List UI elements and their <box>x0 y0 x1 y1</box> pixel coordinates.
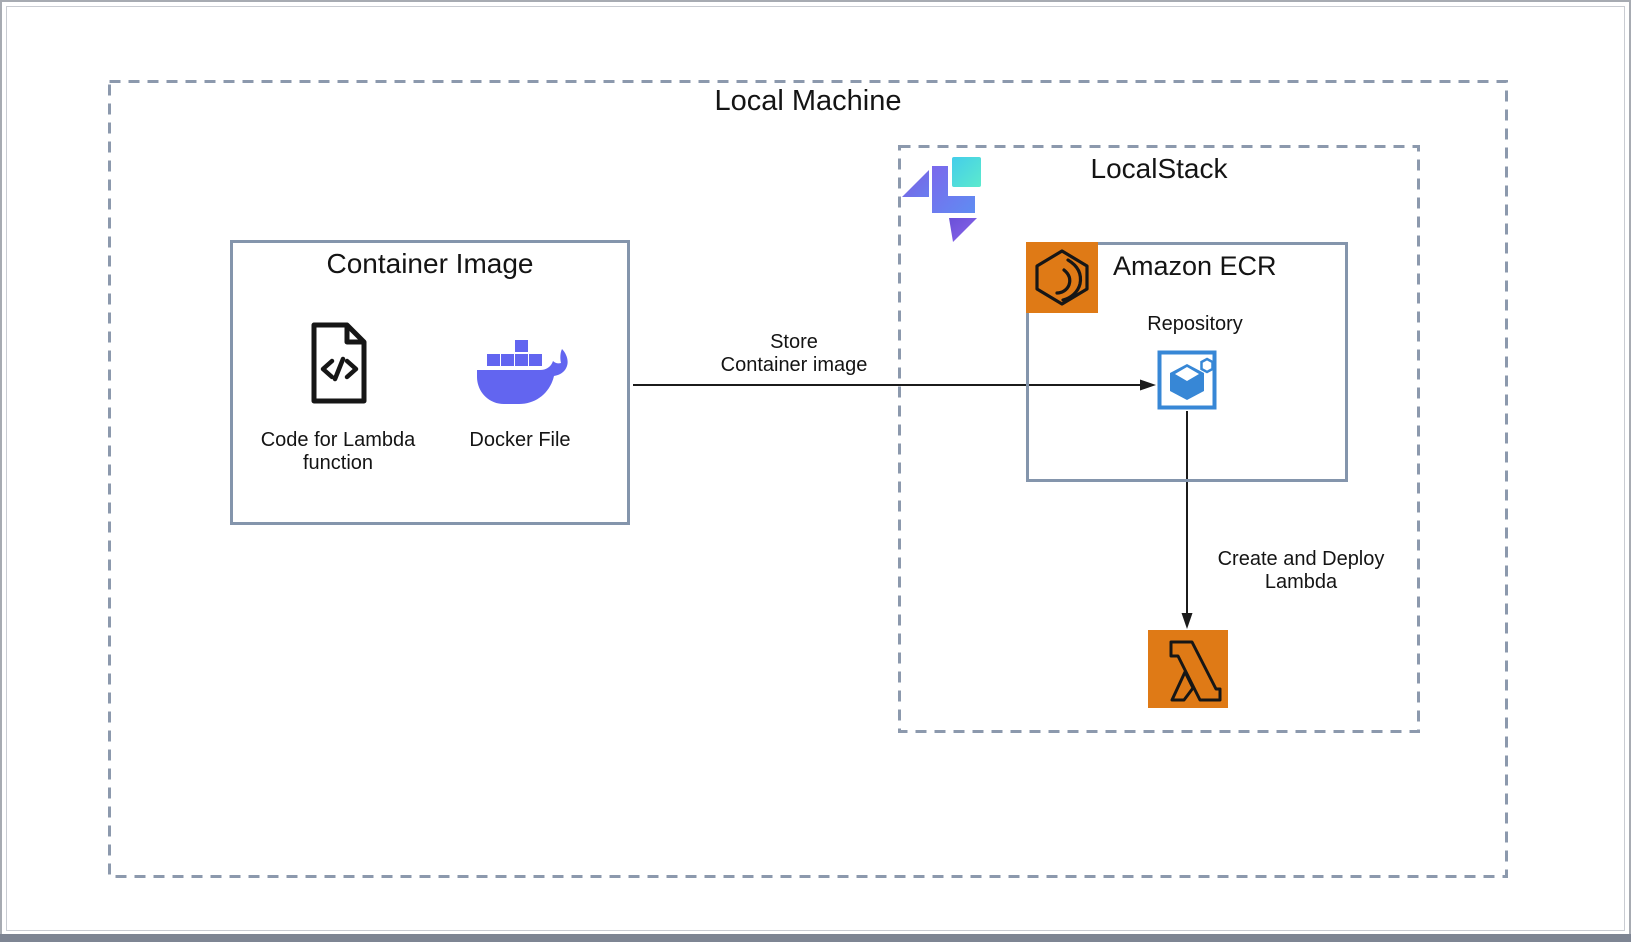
localstack-logo-bottom-triangle <box>949 218 977 242</box>
localstack-logo-l-shape <box>932 166 975 213</box>
amazon-ecr-box: Amazon ECR Repository <box>1026 242 1348 482</box>
docker-whale-icon <box>477 340 568 404</box>
store-arrow-head <box>1140 379 1156 391</box>
localstack-logo-square <box>952 157 981 187</box>
code-file-icon <box>311 322 367 404</box>
localstack-title: LocalStack <box>1090 153 1228 184</box>
deploy-arrow-head <box>1181 613 1193 629</box>
ecr-repository-icon <box>1157 350 1217 410</box>
amazon-ecr-icon <box>1026 242 1098 313</box>
window-bottom-bar <box>0 934 1631 942</box>
amazon-ecr-title: Amazon ECR <box>1113 251 1277 281</box>
aws-lambda-icon <box>1148 630 1228 708</box>
code-file-label: Code for Lambda function <box>260 429 416 474</box>
localstack-logo <box>902 157 981 242</box>
container-image-box: Container Image Code for Lambda function… <box>230 240 630 525</box>
docker-file-label: Docker File <box>469 429 571 451</box>
container-image-title: Container Image <box>326 248 534 279</box>
localstack-logo-left-triangle <box>902 170 929 197</box>
store-arrow-label: Store Container image <box>720 331 868 376</box>
local-machine-title: Local Machine <box>714 85 902 117</box>
deploy-arrow-label: Create and Deploy Lambda <box>1217 548 1385 593</box>
repository-label: Repository <box>1147 313 1243 335</box>
local-machine-dashed-box <box>108 80 1508 878</box>
